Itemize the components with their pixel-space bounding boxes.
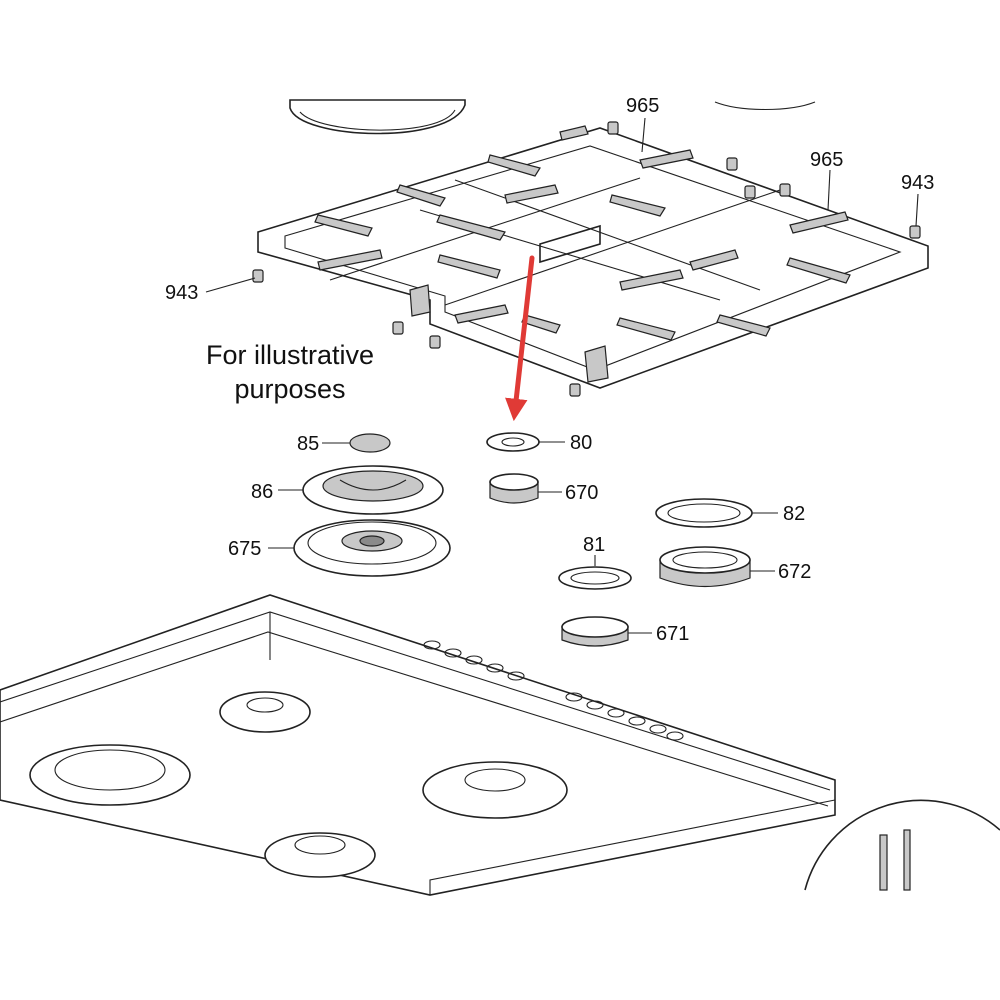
highlight-arrow <box>505 255 535 422</box>
label-82: 82 <box>783 503 806 525</box>
label-943-right: 943 <box>901 172 935 194</box>
cropped-part-top-right <box>714 101 816 110</box>
part-671-burner <box>561 616 652 647</box>
part-672-burner <box>659 546 775 588</box>
part-670-burner <box>489 473 562 504</box>
label-86: 86 <box>251 481 274 503</box>
cooktop-panel <box>0 594 836 896</box>
inset-detail <box>804 799 1000 891</box>
label-81: 81 <box>583 534 606 556</box>
label-670: 670 <box>565 482 599 504</box>
label-85: 85 <box>297 433 320 455</box>
label-965-right: 965 <box>810 149 844 171</box>
label-965-top: 965 <box>626 95 660 117</box>
part-82-ring <box>655 498 778 528</box>
part-85-cap <box>322 433 391 453</box>
grate <box>257 125 929 389</box>
note-line-2: purposes <box>234 374 346 404</box>
label-671: 671 <box>656 623 690 645</box>
part-81-ring <box>558 555 632 590</box>
part-80-cap <box>486 432 565 452</box>
grate-feet <box>252 121 921 397</box>
note-line-1: For illustrative <box>205 340 375 370</box>
part-675-burner <box>268 519 451 577</box>
illustrative-note: For illustrative purposes <box>175 338 405 406</box>
label-943-left: 943 <box>165 282 199 304</box>
cropped-burner-top-left <box>289 99 466 135</box>
label-672: 672 <box>778 561 812 583</box>
label-675: 675 <box>228 538 262 560</box>
part-86-head <box>278 465 444 515</box>
label-80: 80 <box>570 432 593 454</box>
